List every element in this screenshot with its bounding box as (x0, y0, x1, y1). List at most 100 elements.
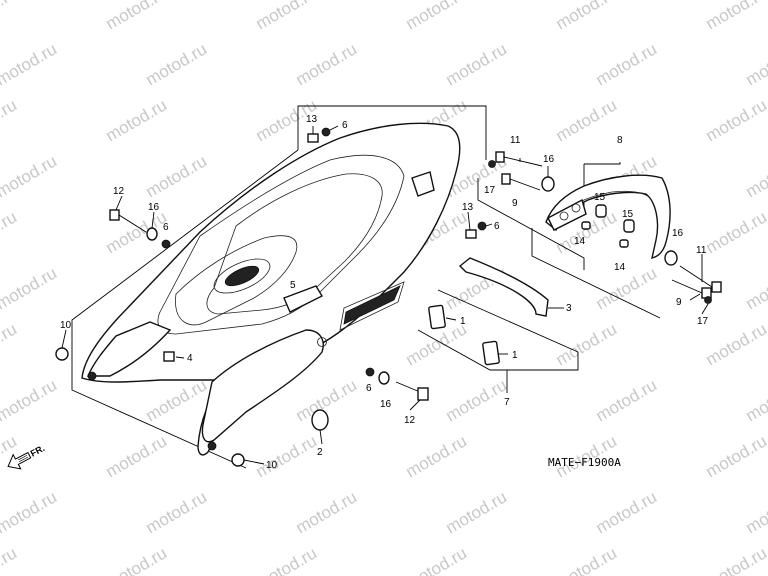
watermark-text: motod.ru (0, 95, 20, 145)
watermark-text: motod.ru (743, 263, 768, 313)
leader-2 (319, 429, 323, 445)
grab-rail (545, 174, 671, 259)
cushion-1-b (482, 340, 500, 366)
watermark-text: motod.ru (0, 39, 60, 89)
watermark-text: motod.ru (593, 375, 661, 425)
bolt-10-b (231, 453, 245, 467)
watermark-text: motod.ru (103, 543, 171, 576)
watermark-text: motod.ru (103, 431, 171, 481)
callout-11: 11 (510, 135, 521, 146)
cowl-left-grommet (87, 371, 97, 381)
bolt-11-shank-b (679, 265, 713, 288)
watermark-text: motod.ru (443, 487, 511, 537)
callout-numbers: 13 6 11 16 17 9 8 12 16 6 13 6 15 15 14 … (60, 114, 709, 471)
cowl-seat-opening (206, 173, 383, 315)
leader-17b (701, 303, 709, 315)
watermark-text: motod.ru (403, 431, 471, 481)
bushing-14-b (619, 239, 629, 248)
grabrail-bracket-lower (531, 228, 661, 319)
watermark-text: motod.ru (443, 39, 511, 89)
cowl-brand-decal (343, 285, 401, 325)
bolt-12-shank-b (395, 381, 421, 393)
watermark-text: motod.ru (743, 151, 768, 201)
nut-17-b (704, 296, 712, 304)
watermark-text: motod.ru (253, 0, 321, 33)
callout-5: 5 (290, 280, 296, 291)
watermark-text: motod.ru (703, 95, 768, 145)
callout-10: 10 (266, 460, 278, 471)
washer-16-b (146, 227, 158, 241)
watermark-text: motod.ru (743, 487, 768, 537)
callout-12: 12 (404, 415, 416, 426)
nut-6-a (321, 127, 331, 137)
watermark-text: motod.ru (253, 543, 321, 576)
cowl-left-bracket (71, 149, 299, 469)
emblem-5 (283, 285, 323, 313)
callout-17: 17 (484, 185, 496, 196)
clip-4 (163, 351, 175, 362)
callout-1: 1 (460, 316, 466, 327)
watermark-text: motod.ru (703, 543, 768, 576)
leader-1a (445, 317, 457, 321)
watermark-text: motod.ru (0, 431, 20, 481)
watermark-text: motod.ru (143, 39, 211, 89)
watermark-text: motod.ru (293, 39, 361, 89)
watermark-text: motod.ru (403, 0, 471, 33)
watermark-text: motod.ru (143, 487, 211, 537)
watermark-text: motod.ru (703, 0, 768, 33)
grabrail-bracket-top (477, 178, 585, 270)
watermark-text: motod.ru (703, 431, 768, 481)
callout-12: 12 (113, 186, 125, 197)
bolt-11-head-b (711, 281, 722, 293)
watermark-text: motod.ru (0, 151, 60, 201)
bolt-11-head-a (495, 151, 505, 163)
washer-16-a (541, 176, 555, 192)
bolt-13-b (465, 229, 477, 239)
watermark-text: motod.ru (0, 0, 20, 33)
watermark-text: motod.ru (553, 0, 621, 33)
cowl-mount-hole (317, 337, 327, 347)
callout-6: 6 (494, 221, 500, 232)
watermark-text: motod.ru (0, 487, 60, 537)
leader-4 (175, 356, 185, 359)
callout-11: 11 (696, 245, 707, 256)
collar-15-a (595, 204, 607, 218)
callout-15: 15 (622, 209, 634, 220)
callout-6: 6 (366, 383, 372, 394)
nut-6-b (161, 239, 171, 249)
grabrail-bracket-8 (584, 162, 621, 165)
watermark-text: motod.ru (0, 319, 20, 369)
grommet-2 (311, 409, 329, 431)
bracket-lines (71, 105, 661, 469)
watermark-text: motod.ru (0, 263, 60, 313)
callout-7: 7 (504, 397, 510, 408)
bolt-13-a (307, 133, 319, 143)
leader-12a (115, 195, 123, 211)
grab-rail-left-bolt-hole-2 (571, 203, 581, 213)
diagram-reference-code: MATE−F1900A (548, 456, 621, 469)
leader-16b (151, 211, 155, 229)
grab-rail-left-mount (547, 198, 587, 231)
bolt-11-shank-a (503, 156, 543, 167)
leader-9b (689, 293, 701, 301)
collar-9-shank-b (671, 279, 703, 294)
callout-6: 6 (163, 222, 169, 233)
callout-16: 16 (543, 154, 555, 165)
callout-9: 9 (676, 297, 682, 308)
watermark-text: motod.ru (593, 263, 661, 313)
bracket-7 (417, 289, 579, 371)
cowl-emblem-ring (213, 258, 271, 294)
callout-14: 14 (574, 236, 586, 247)
cowl-group-bracket (297, 105, 487, 160)
callout-16: 16 (148, 202, 160, 213)
watermark-text: motod.ru (0, 207, 20, 257)
cowl-inner-panel (175, 235, 298, 326)
cowl-emblem-center (224, 265, 260, 287)
washer-16-d (378, 371, 390, 385)
callout-9: 9 (512, 198, 518, 209)
callout-17: 17 (697, 316, 709, 327)
bolt-12-head-b (417, 387, 429, 401)
collar-15-b (623, 219, 635, 233)
callout-3: 3 (566, 303, 572, 314)
